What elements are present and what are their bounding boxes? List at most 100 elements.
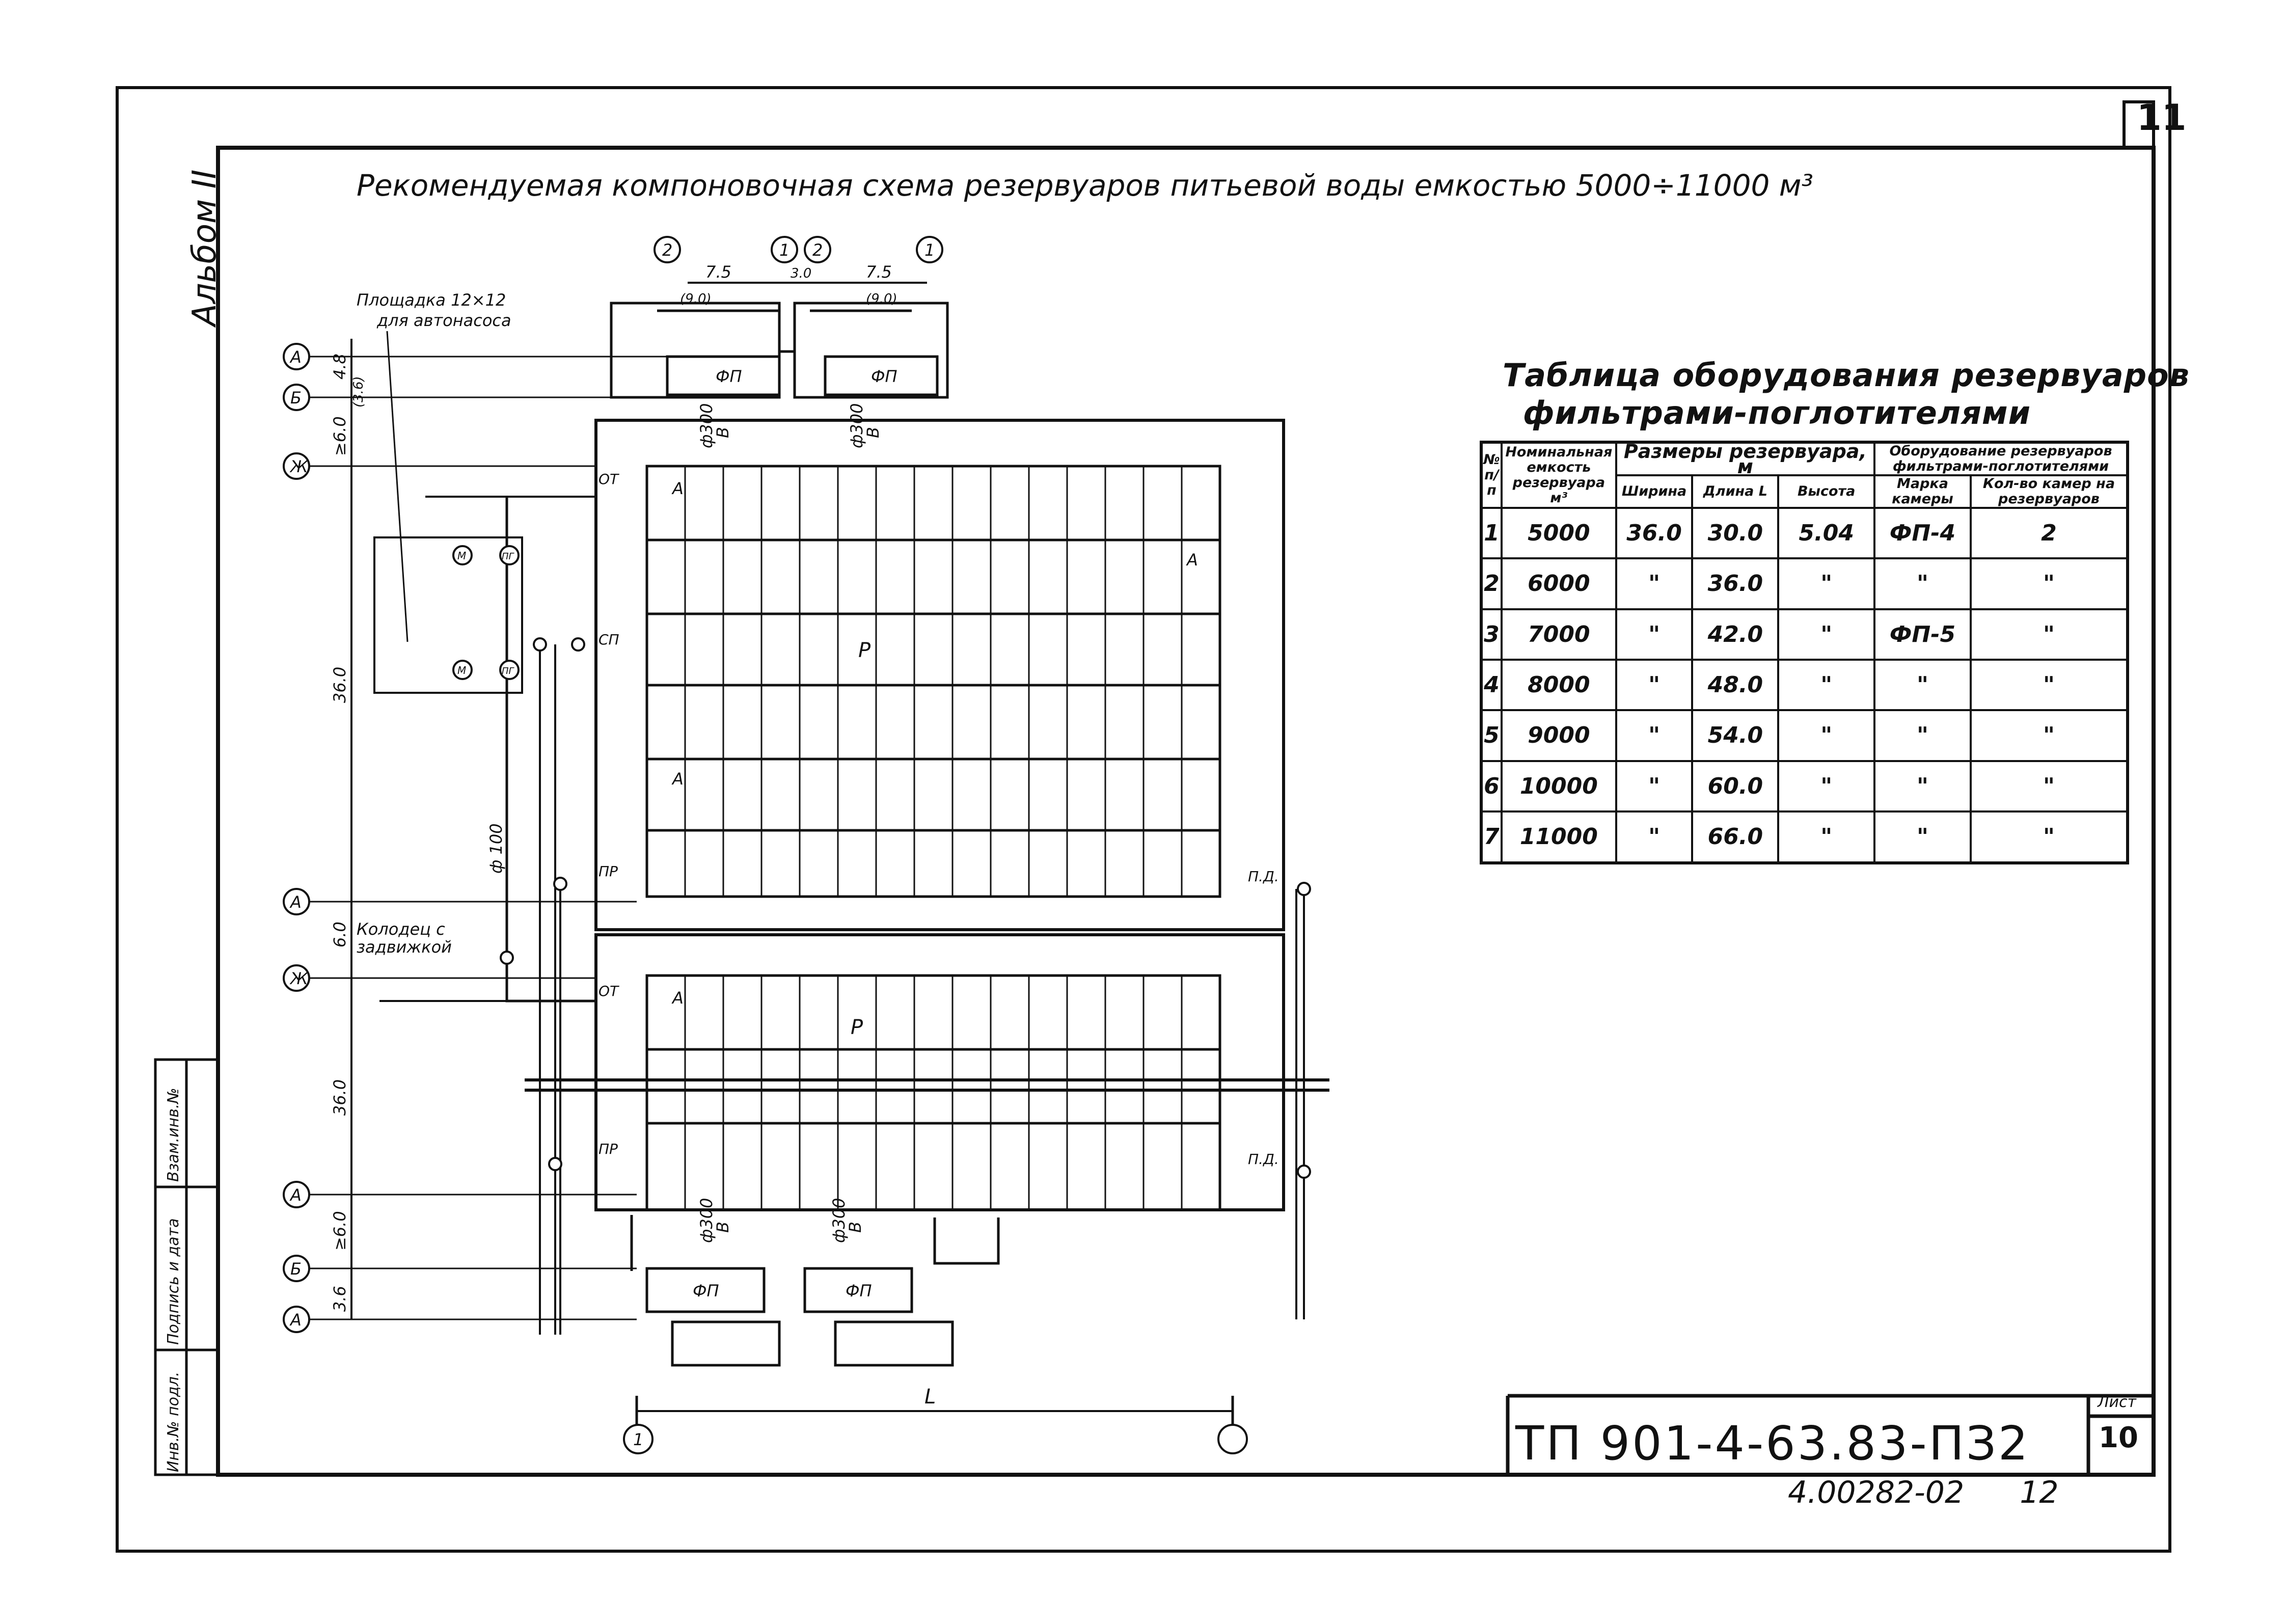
table-cell: " (1969, 709, 2129, 762)
lower-reservoir (645, 974, 1221, 1211)
table-cell: 8000 (1500, 658, 1617, 712)
sub-page-number: 12 (2020, 1475, 2059, 1510)
table-title-line-1: Таблица оборудования резервуаров (1503, 357, 2190, 394)
dim-left-4: 36.0 (330, 667, 349, 703)
pipe-300-2: ф300 (847, 403, 866, 448)
header-count: Кол-во камер на резервуаров (1969, 474, 2129, 509)
table-cell: " (1969, 760, 2129, 813)
header-brand: Марка камеры (1873, 474, 1972, 509)
table-cell: 60.0 (1691, 760, 1780, 813)
table-cell: 9000 (1500, 709, 1617, 762)
filter-unit-1: ФП (716, 367, 742, 386)
page-number-box (2122, 100, 2155, 149)
upper-reservoir (645, 465, 1221, 898)
table-cell: 11000 (1500, 810, 1617, 864)
title-block (1506, 1394, 2154, 1475)
table-cell: 3 (1480, 608, 1503, 661)
equipment-table: № п/п Номинальная емкость резервуара м³ … (1480, 441, 2129, 864)
page-title: Рекомендуемая компоновочная схема резерв… (357, 168, 1813, 203)
section-mark-3: А (671, 769, 684, 789)
pipe-v-2: В (863, 427, 883, 438)
table-cell: 7000 (1500, 608, 1617, 661)
sheet-number: 10 (2099, 1421, 2138, 1454)
table-cell: " (1777, 709, 1875, 762)
row-axis-3: Ж (289, 457, 309, 476)
header-width: Ширина (1615, 474, 1694, 509)
filter-unit-2: ФП (871, 367, 897, 386)
header-dims: Размеры резервуара, м (1615, 441, 1876, 476)
overflow-label-2: П.Д. (1248, 1151, 1279, 1168)
side-stamp-frame (154, 1058, 220, 1476)
pipe-label: ф 100 (486, 823, 506, 874)
dim-left-6: 36.0 (330, 1079, 349, 1116)
dim-left-3: ≥6.0 (330, 416, 349, 456)
table-title: Таблица оборудования резервуаров фильтра… (1503, 357, 2190, 432)
reservoir-mark-1: Р (858, 639, 871, 662)
filter-unit-3: ФП (693, 1281, 719, 1301)
table-cell: " (1969, 810, 2129, 864)
pipe-300-4: ф300 (829, 1198, 849, 1243)
pipe-v-1: В (713, 427, 732, 438)
dim-left-8: 3.6 (330, 1286, 349, 1312)
lower-column-grid (684, 976, 1183, 1210)
side-label-1: ОТ (598, 471, 619, 488)
inner-frame (216, 146, 2156, 1477)
overflow-label-1: П.Д. (1248, 868, 1279, 885)
well-label-1: Колодец с (357, 919, 445, 939)
dim-l: L (924, 1385, 936, 1409)
axis-top-1: 2 (662, 240, 672, 260)
table-cell: " (1615, 658, 1694, 712)
table-cell: " (1873, 658, 1972, 712)
well-label-2: задвижкой (357, 937, 452, 957)
dim-top-4: 7.5 (866, 262, 892, 282)
pipe-300-3: ф300 (697, 1198, 716, 1243)
row-axis-7: Б (290, 1259, 302, 1279)
table-cell: 6000 (1500, 557, 1617, 610)
header-num: № п/п (1480, 441, 1503, 509)
table-cell: " (1969, 557, 2129, 610)
axis-bubbles (283, 236, 1311, 1454)
table-cell: 36.0 (1691, 557, 1780, 610)
stamp-inv: Инв.№ подл. (165, 1372, 182, 1472)
header-length: Длина L (1691, 474, 1780, 509)
row-axis-6: А (289, 1185, 302, 1205)
row-axis-1: А (289, 347, 302, 367)
table-cell: 1 (1480, 506, 1503, 560)
table-cell: " (1615, 709, 1694, 762)
table-cell: 5.04 (1777, 506, 1875, 560)
table-cell: ФП-5 (1873, 608, 1972, 661)
table-cell: 10000 (1500, 760, 1617, 813)
outer-frame (116, 86, 2171, 1553)
row-axis-5: Ж (289, 969, 309, 988)
sheet-label: Лист (2098, 1393, 2137, 1411)
pipe-v-3: В (713, 1222, 732, 1233)
table-cell: 5 (1480, 709, 1503, 762)
table-cell: 2 (1480, 557, 1503, 610)
table-cell: " (1873, 760, 1972, 813)
table-cell: 2 (1969, 506, 2129, 560)
axis-top-2: 1 (779, 240, 790, 260)
table-cell: " (1615, 557, 1694, 610)
row-axis-8: А (289, 1310, 302, 1330)
dim-top-2: (9.0) (680, 291, 712, 307)
pump-m-1: М (457, 550, 466, 562)
side-label-5: ПР (598, 1141, 618, 1157)
table-cell: " (1615, 760, 1694, 813)
header-height: Высота (1777, 474, 1875, 509)
stamp-signature: Подпись и дата (165, 1219, 182, 1345)
dim-left-2: (3.6) (351, 376, 366, 408)
table-cell: 48.0 (1691, 658, 1780, 712)
pump-pg-1: ПГ (502, 551, 515, 562)
table-cell: " (1777, 810, 1875, 864)
table-cell: 4 (1480, 658, 1503, 712)
dim-top-5: (9.0) (866, 291, 897, 307)
reservoir-mark-2: Р (851, 1016, 863, 1039)
axis-top-3: 2 (812, 240, 823, 260)
side-label-2: СП (598, 631, 619, 648)
table-cell: " (1873, 709, 1972, 762)
